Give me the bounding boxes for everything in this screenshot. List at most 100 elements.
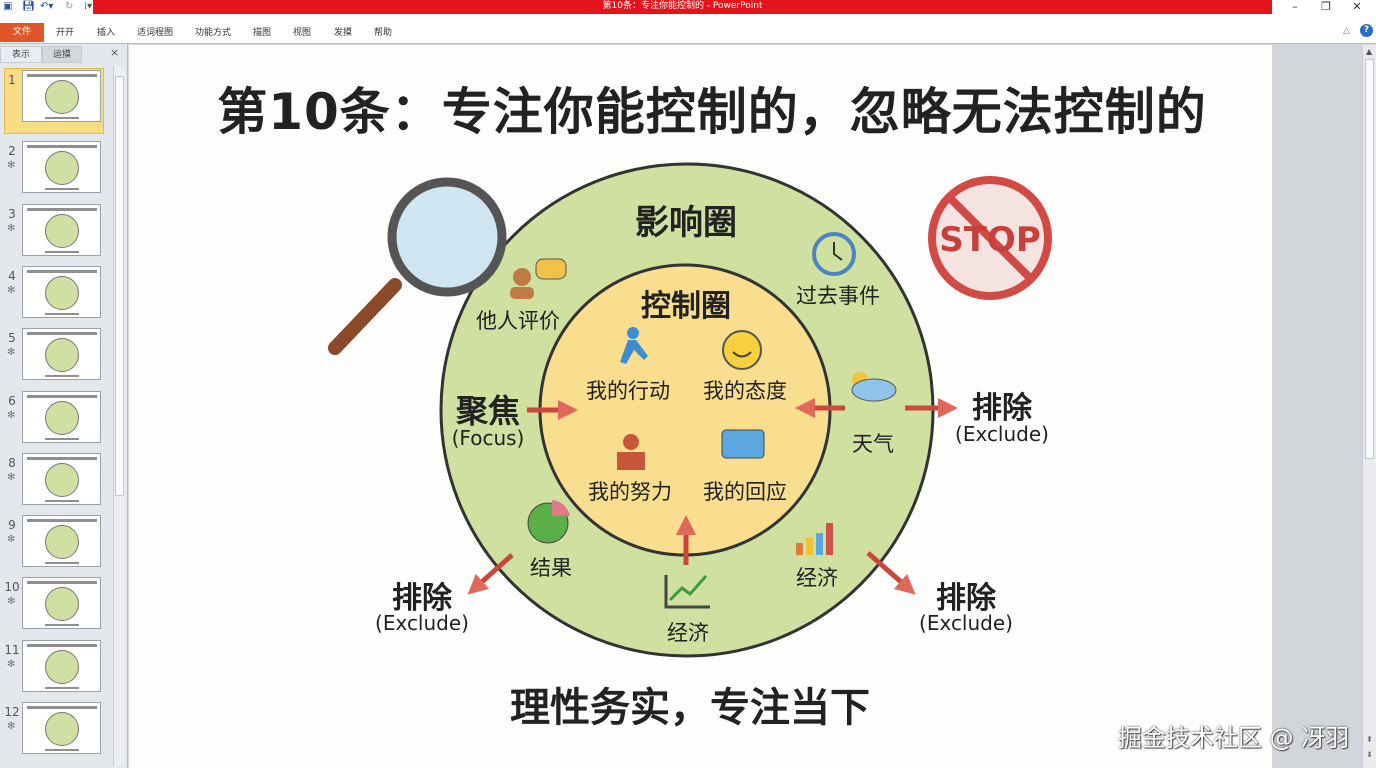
focus-label: 聚焦 [455,392,521,430]
influence-circle-label: 影响圈 [635,203,737,243]
slide-thumbnail[interactable] [22,204,101,256]
slide-thumbnail[interactable] [22,266,101,318]
tab-help[interactable]: 帮助 [374,28,393,38]
slide-footer: 理性务实，专注当下 [510,685,870,731]
transition-icon: ✻ [7,410,16,421]
transition-icon: ✻ [7,721,16,732]
scroll-thumb[interactable] [1365,59,1374,459]
tab-review[interactable]: 发摸 [334,28,353,38]
tab-animations[interactable]: 描图 [253,28,272,38]
close-panel-button[interactable]: × [110,46,120,59]
prev-slide-icon[interactable]: ⇞ [1366,735,1373,744]
exclude-right-label: 排除 [972,391,1032,426]
slide-thumbnail[interactable] [22,515,101,567]
slide-number: 2 [8,144,16,158]
trend-line-icon [664,575,710,609]
close-button[interactable]: ✕ [1352,0,1362,13]
scroll-up-icon[interactable]: ▲ [1366,47,1373,56]
slide-number: 9 [8,518,16,532]
focus-en-label: (Focus) [451,426,525,450]
weather-label: 天气 [852,432,894,456]
exclude-bottom-right-label: 排除 [936,581,996,616]
slide-number: 6 [8,394,16,408]
slide-number: 12 [4,705,20,719]
transition-icon: ✻ [7,347,16,358]
clock-history-icon [812,232,856,276]
transition-icon: ✻ [7,659,16,670]
collapse-ribbon-icon[interactable]: △ [1343,26,1350,36]
my-actions-label: 我的行动 [586,379,670,403]
slide-thumbnail[interactable] [22,391,101,443]
redo-icon[interactable]: ↻ [65,1,74,12]
panel-scrollbar[interactable] [113,66,125,766]
slide-number: 4 [8,269,16,283]
window-title: 第10条：专注你能控制的 - PowerPoint [93,0,1272,14]
chat-bubble-icon [721,429,765,459]
slide-scrollbar[interactable]: ▲ ⇞ ⇟ [1362,45,1376,768]
help-icon[interactable]: ? [1360,24,1373,37]
transition-icon: ✻ [7,160,16,171]
exclude-left-label: 排除 [392,581,452,616]
transition-icon: ✻ [7,534,16,545]
undo-icon[interactable]: ↶▾ [40,1,54,12]
transition-icon: ✻ [7,223,16,234]
bar-chart-icon [796,523,833,555]
tab-home[interactable]: 开开 [56,28,75,38]
runner-icon [620,327,648,364]
slide-thumbnail[interactable] [22,328,101,380]
tab-design[interactable]: 适词程图 [137,28,174,38]
transition-icon: ✻ [7,472,16,483]
slide-thumbnail[interactable] [22,141,101,193]
exclude-left-en-label: (Exclude) [375,611,469,635]
magnifier-icon [328,177,507,355]
exclude-bottom-right-en-label: (Exclude) [919,611,1013,635]
slide-title: 第10条：专注你能控制的，忽略无法控制的 [217,83,1207,141]
tab-outline[interactable]: 运摸 [42,46,82,63]
workspace-background [1272,45,1376,768]
exclude-bottom-right-arrow [866,551,916,595]
others-opinion-label: 他人评价 [476,309,560,333]
tab-transitions[interactable]: 功能方式 [195,28,232,38]
slide-number: 1 [8,73,16,87]
economy-label-bottom: 经济 [667,621,709,645]
control-circle-label: 控制圈 [641,289,731,324]
economy-label-right: 经济 [796,566,838,590]
exclude-right-en-label: (Exclude) [955,422,1049,446]
slide-thumbnail[interactable] [22,453,101,505]
stop-text: STOP [939,220,1041,260]
ribbon: 文件 开开 插入 适词程图 功能方式 描图 视图 发摸 帮助 △ ? [0,15,1376,44]
weather-icon [851,372,897,402]
transition-icon: ✻ [7,285,16,296]
transition-icon: ✻ [7,596,16,607]
tab-insert[interactable]: 插入 [97,28,116,38]
slide-number: 11 [4,643,20,657]
restore-button[interactable]: ❐ [1321,0,1331,13]
my-attitude-label: 我的态度 [703,379,787,403]
slide-number: 3 [8,207,16,221]
minimize-button[interactable]: – [1292,0,1298,13]
person-comment-icon [510,258,567,299]
next-slide-icon[interactable]: ⇟ [1366,750,1373,759]
smile-icon [722,330,762,370]
slide-thumbnail[interactable] [22,640,101,692]
pie-chart-icon [527,500,570,544]
slide-thumbnail[interactable] [22,577,101,629]
slide-number: 8 [8,456,16,470]
scroll-thumb[interactable] [115,76,124,496]
customize-toolbar-icon[interactable]: ⁞▾ [84,1,93,12]
exclude-left-arrow [467,553,514,595]
past-events-label: 过去事件 [796,284,880,308]
slide-thumbnail[interactable] [22,70,101,122]
my-response-label: 我的回应 [703,480,787,504]
tab-file[interactable]: 文件 [0,23,44,42]
watermark: 掘金技术社区 @ 冴羽 [1118,724,1350,752]
slide-number: 10 [4,580,20,594]
save-icon[interactable]: 💾︎ [22,1,35,12]
tab-view[interactable]: 视图 [293,28,312,38]
result-label: 结果 [530,556,572,580]
app-icon: ▣ [3,1,13,12]
slide-number: 5 [8,331,16,345]
slide-thumbnail[interactable] [22,702,101,754]
tab-slides[interactable]: 表示 [0,46,42,63]
